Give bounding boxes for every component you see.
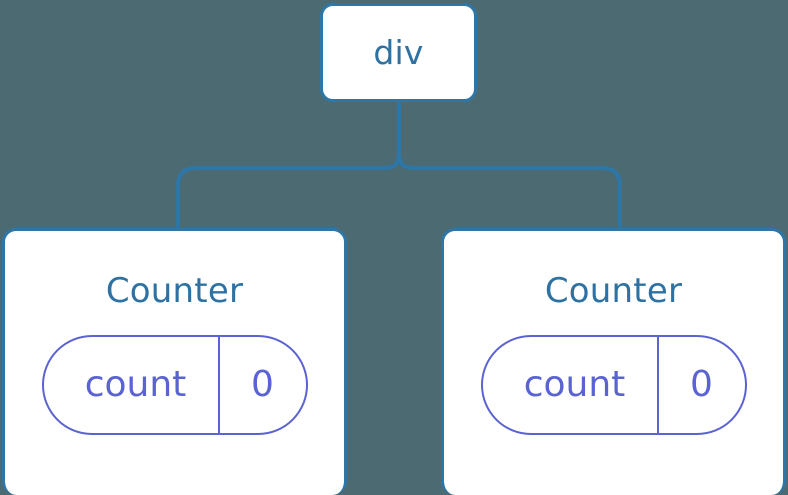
connector-branch-right <box>397 151 622 229</box>
node-counter-2[interactable]: Counter count 0 <box>441 228 786 495</box>
state-pill-count[interactable]: count 0 <box>480 335 747 435</box>
connector-branch-left <box>176 151 401 229</box>
counter-title: Counter <box>105 271 244 311</box>
node-root-div[interactable]: div <box>320 3 477 102</box>
state-key-label: count <box>523 364 626 405</box>
state-value-label: 0 <box>656 337 745 433</box>
state-key-label: count <box>84 364 187 405</box>
state-value-label: 0 <box>217 337 306 433</box>
state-pill-count[interactable]: count 0 <box>41 335 308 435</box>
root-node-label: div <box>373 33 424 72</box>
node-counter-1[interactable]: Counter count 0 <box>2 228 347 495</box>
counter-title: Counter <box>544 271 683 311</box>
